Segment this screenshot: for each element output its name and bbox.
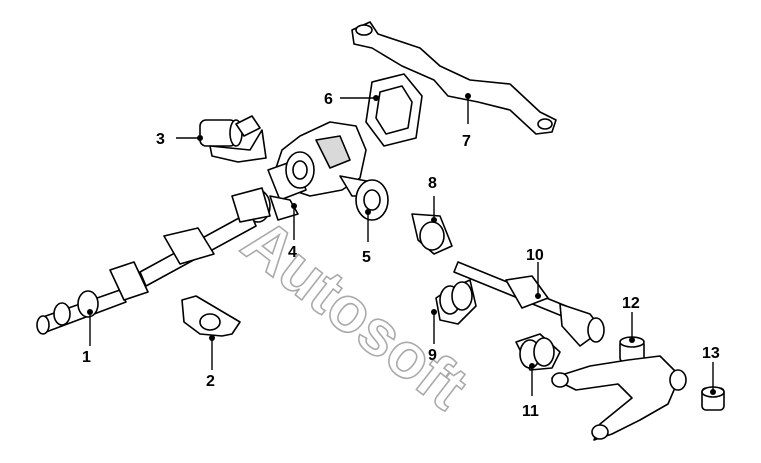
callout-1: 1 <box>82 349 91 366</box>
callout-10: 10 <box>526 247 544 264</box>
part-actuator <box>176 115 267 163</box>
part-output-flange <box>355 179 389 242</box>
callout-5: 5 <box>362 249 371 266</box>
part-cv-boot-outer <box>515 333 561 396</box>
part-cover-gasket <box>340 73 423 147</box>
callout-2: 2 <box>206 373 215 390</box>
part-propeller-shaft <box>36 187 271 346</box>
callout-13: 13 <box>702 345 720 362</box>
part-control-arm <box>551 355 687 441</box>
part-mounting-bracket <box>351 21 557 135</box>
part-bushing-small <box>701 362 725 411</box>
part-inner-cv-boot <box>411 196 453 255</box>
callout-4: 4 <box>288 244 297 261</box>
part-bushing <box>619 312 645 363</box>
callout-3: 3 <box>156 131 165 148</box>
callout-9: 9 <box>428 347 437 364</box>
part-drive-shaft <box>453 261 605 347</box>
part-center-bearing <box>181 295 241 370</box>
callout-11: 11 <box>522 403 539 420</box>
callout-12: 12 <box>622 295 640 312</box>
callout-7: 7 <box>462 133 471 150</box>
callout-labels: 1 2 3 4 5 6 7 8 9 10 11 12 13 <box>82 91 720 420</box>
callout-6: 6 <box>324 91 333 108</box>
callout-8: 8 <box>428 175 437 192</box>
part-cv-boot-inner <box>431 279 477 344</box>
